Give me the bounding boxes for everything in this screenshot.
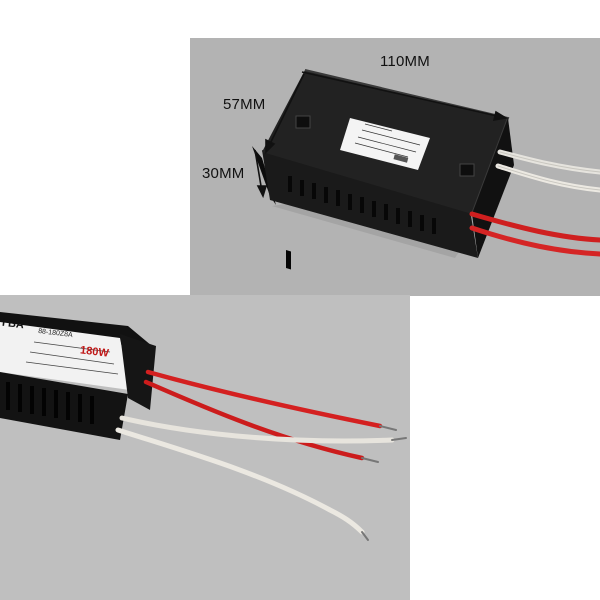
dimension-length-label: 110MM	[380, 53, 430, 70]
bottom-red-wires	[143, 369, 383, 461]
dimension-arrows	[254, 71, 509, 199]
bottom-transformer	[0, 312, 407, 541]
dimension-height-label: 30MM	[202, 165, 245, 182]
bottom-label-face	[0, 322, 130, 390]
bottom-white-wires	[115, 415, 395, 535]
top-transformer	[252, 69, 600, 270]
top-white-wires	[495, 149, 600, 193]
label-brand-text: I BA	[1, 316, 25, 332]
top-red-wires	[469, 211, 600, 257]
dimension-width-label: 57MM	[223, 96, 266, 113]
